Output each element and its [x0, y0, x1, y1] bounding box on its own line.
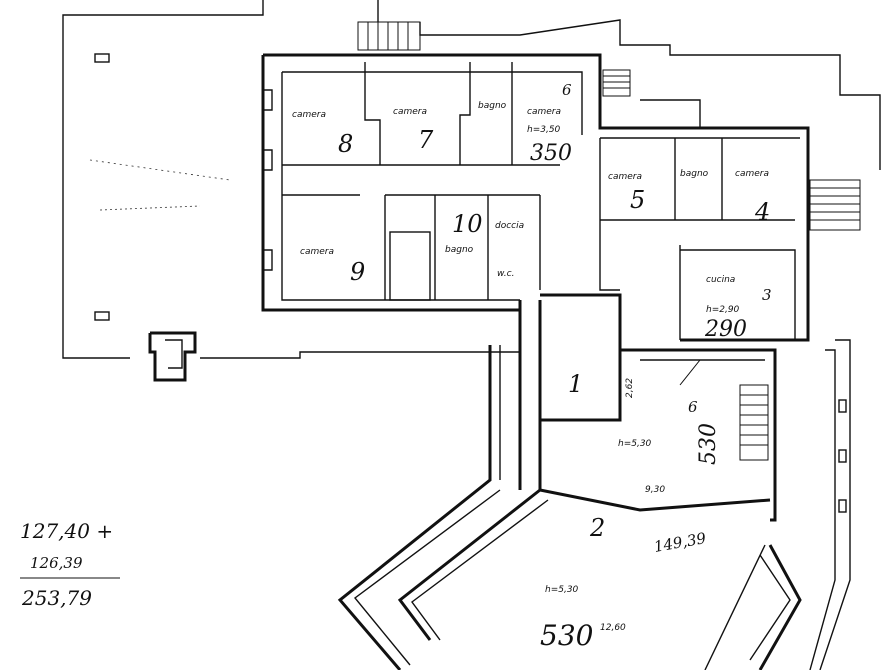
room-9-label: camera — [300, 247, 334, 257]
room-5-label: camera — [608, 172, 642, 182]
terrace-marks — [89, 159, 231, 211]
room-10-label: bagno — [445, 245, 474, 255]
east-block-walls — [357, 21, 861, 340]
room-4-number: 4 — [754, 198, 770, 226]
property-outline — [377, 0, 881, 170]
terrace-outline — [62, 0, 521, 382]
calc-sub: 126,39 — [30, 554, 83, 572]
room-labels: camera 8 camera 7 bagno camera 6 h=3,50 … — [292, 81, 772, 652]
room-7-number: 7 — [418, 126, 434, 154]
room-4-label: camera — [735, 169, 769, 179]
dim-262: 2,62 — [625, 378, 635, 398]
doccia-label: doccia — [495, 221, 524, 231]
room-2-number: 2 — [589, 514, 605, 542]
south-mid-walls — [538, 339, 851, 670]
room-6-label: camera — [527, 107, 561, 117]
room-8-number: 8 — [338, 130, 353, 158]
bagno-top-label: bagno — [478, 101, 507, 111]
room-6b-number: 6 — [688, 398, 698, 416]
room-1-number: 1 — [568, 370, 583, 398]
room-6-height: h=3,50 — [527, 125, 561, 135]
south-angled-walls — [337, 345, 802, 670]
calc-total: 127,40 + — [20, 519, 113, 543]
room-9-number: 9 — [350, 258, 365, 286]
room-10-number: 10 — [452, 210, 483, 238]
room-6-number: 6 — [562, 81, 572, 99]
room-2-height-value: 530 — [540, 619, 593, 652]
room-2-note-2: 149,39 — [653, 529, 708, 556]
room-6b-height: h=5,30 — [618, 439, 652, 449]
dimension-annotations: 2,62 9,30 — [625, 378, 665, 495]
room-6b-height-value: 530 — [696, 423, 721, 465]
room-7-label: camera — [393, 107, 427, 117]
room-8-label: camera — [292, 110, 326, 120]
north-block-walls — [261, 53, 810, 342]
connector-walls — [499, 293, 622, 490]
bagno-right-label: bagno — [680, 169, 709, 179]
wc-label: w.c. — [497, 269, 514, 279]
calc-sum: 253,79 — [21, 586, 92, 610]
cucina-number: 3 — [762, 286, 772, 304]
room-2-height: h=5,30 — [545, 585, 579, 595]
room-6-height-value: 350 — [530, 141, 572, 166]
room-5-number: 5 — [630, 186, 645, 214]
handwritten-calc: 127,40 + 126,39 253,79 — [20, 519, 120, 610]
cucina-height: h=2,90 — [706, 305, 740, 315]
dim-930: 9,30 — [645, 485, 665, 495]
room-2-note-1: 12,60 — [600, 623, 626, 633]
cucina-height-value: 290 — [704, 317, 747, 342]
cucina-label: cucina — [706, 275, 735, 285]
